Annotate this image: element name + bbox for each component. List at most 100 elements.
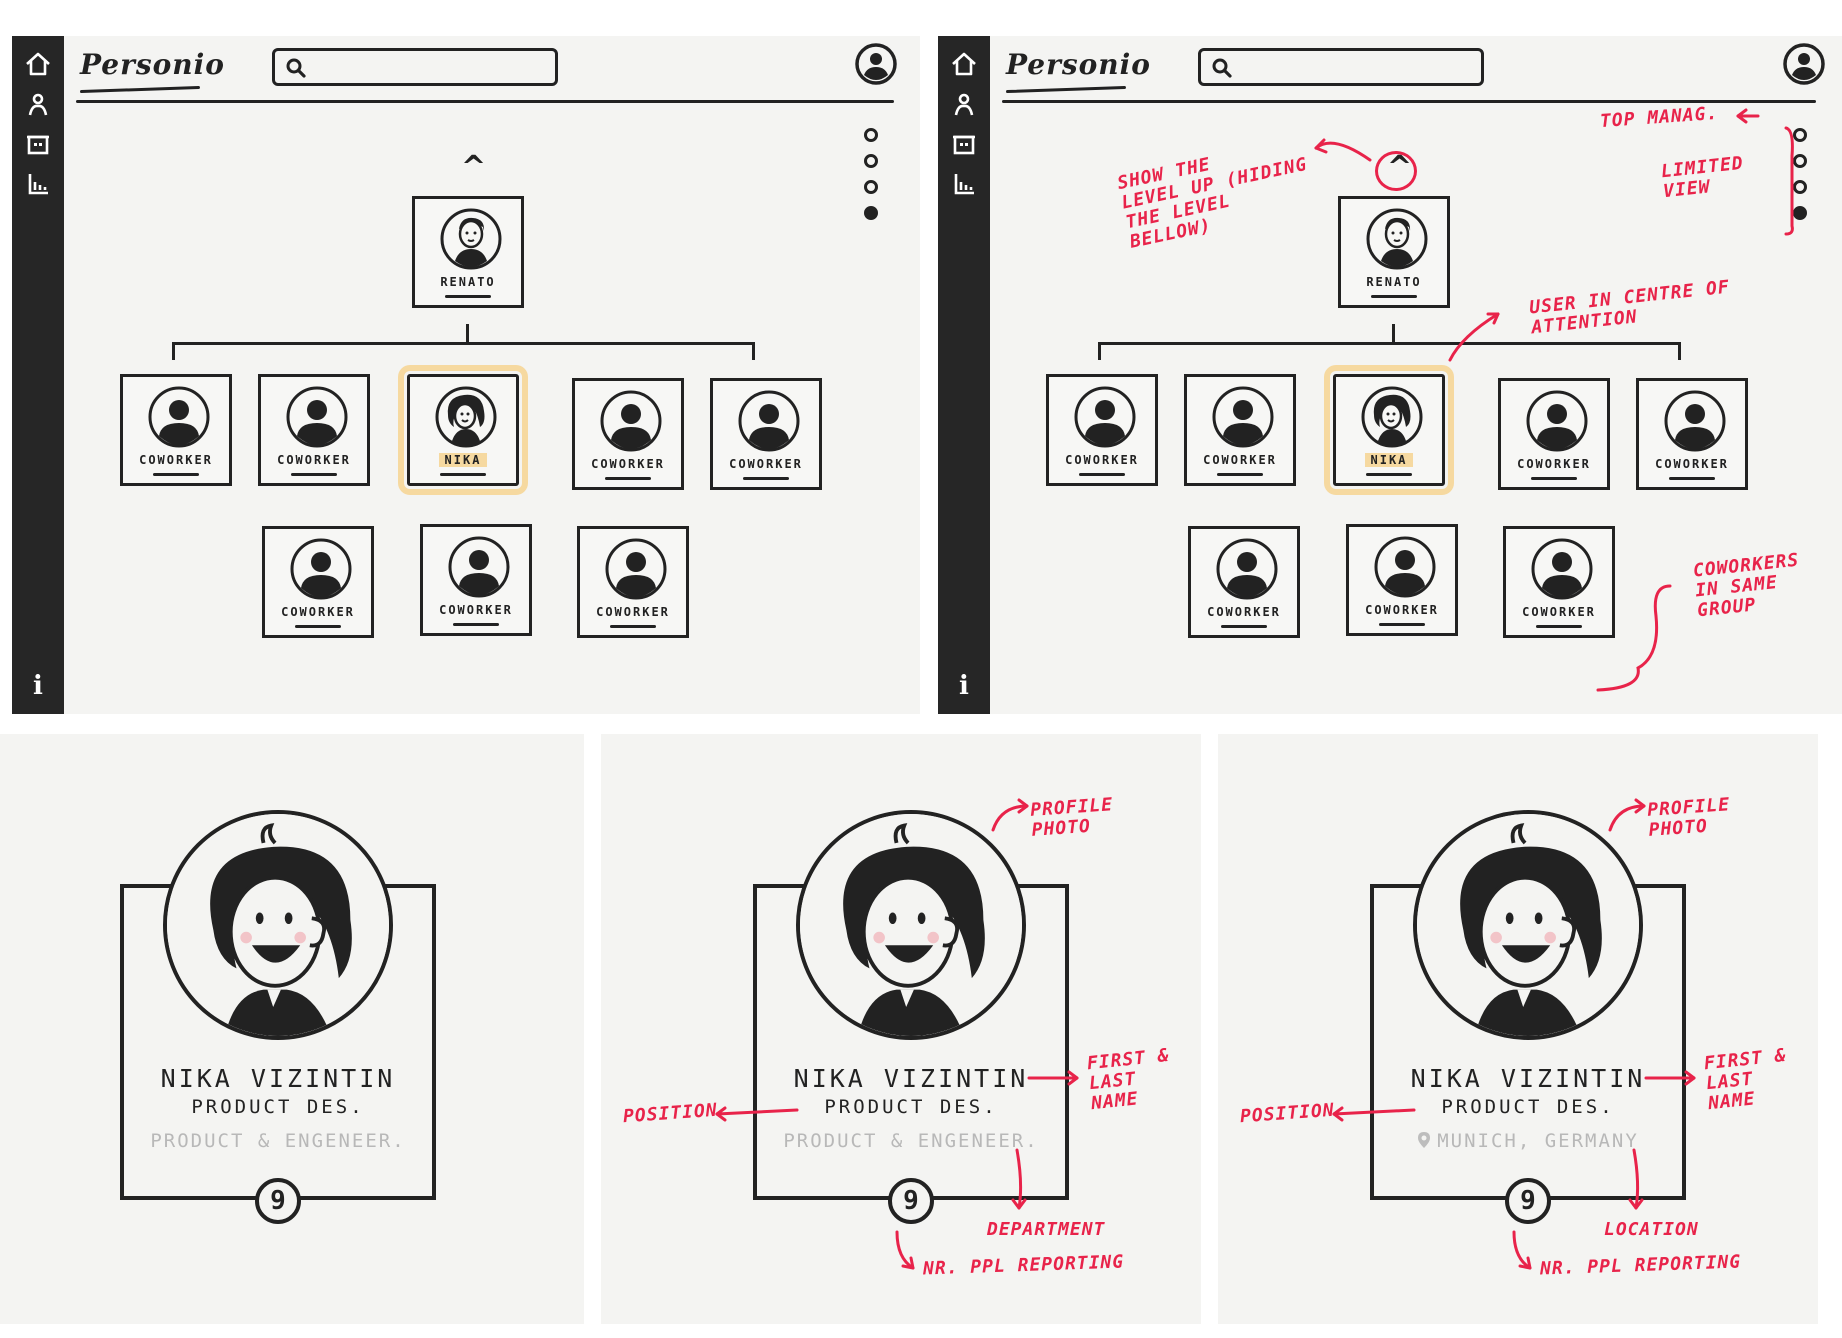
profile-full-name: NIKA VIZINTIN [1410,1064,1646,1093]
annotation-position: POSITION [622,1099,719,1128]
annotation-profile-photo: PROFILE PHOTO [1029,794,1114,841]
level-indicator-dot[interactable] [864,180,878,194]
annotation-profile-photo: PROFILE PHOTO [1646,794,1731,841]
profile-full-name: NIKA VIZINTIN [160,1064,396,1093]
profile-photo-icon [167,814,389,1036]
calendar-icon[interactable] [24,130,52,158]
employee-card[interactable]: COWORKER [420,524,532,636]
home-icon[interactable] [950,50,978,78]
employee-card[interactable]: COWORKER [262,526,374,638]
name-underline [1379,623,1425,626]
employee-name: COWORKER [1203,453,1277,467]
reports-count-badge[interactable]: 9 [255,1178,301,1224]
annotation-full-name: FIRST & LAST NAME [1085,1044,1171,1115]
level-indicator-dot[interactable] [1793,128,1807,142]
employee-card[interactable]: COWORKER [1188,526,1300,638]
profile-photo-icon [738,390,800,452]
annotation-reports-count: NR. PPL REPORTING [1539,1251,1742,1280]
employee-card[interactable]: COWORKER [710,378,822,490]
employee-card[interactable]: COWORKER [1184,374,1296,486]
employee-name: COWORKER [1065,453,1139,467]
employee-name: COWORKER [139,453,213,467]
level-indicator-dot[interactable] [1793,206,1807,220]
home-icon[interactable] [24,50,52,78]
search-icon [286,58,306,78]
level-indicator-dot[interactable] [1793,180,1807,194]
sidebar: i [938,36,990,714]
name-underline [1079,473,1125,476]
info-icon[interactable]: i [959,671,969,701]
tree-connector [1098,342,1680,345]
level-indicator-dot[interactable] [1793,154,1807,168]
name-underline [1217,473,1263,476]
employee-name: COWORKER [729,457,803,471]
profile-photo [1413,810,1643,1040]
level-up-highlight-ring [1375,151,1417,191]
annotation-user-centre: USER IN CENTRE OF ATTENTION [1528,276,1731,339]
employee-name: COWORKER [596,605,670,619]
name-underline [153,473,199,476]
reports-count-badge[interactable]: 9 [1505,1178,1551,1224]
user-avatar-icon[interactable] [1782,42,1826,86]
employee-card[interactable]: COWORKER [1046,374,1158,486]
profile-photo-icon [1074,386,1136,448]
employee-card[interactable]: COWORKER [572,378,684,490]
employee-card[interactable]: COWORKER [1503,526,1615,638]
person-icon[interactable] [24,90,52,118]
employee-card[interactable]: COWORKER [1498,378,1610,490]
level-indicator-dot[interactable] [864,128,878,142]
level-indicator-dot[interactable] [864,206,878,220]
level-indicator-dot[interactable] [864,154,878,168]
profile-photo-icon [440,208,502,270]
profile-photo-icon [448,536,510,598]
employee-card[interactable]: COWORKER [1346,524,1458,636]
logo-underline [79,85,201,94]
employee-card[interactable]: RENATO [1338,196,1450,308]
search-input[interactable] [1198,48,1484,86]
level-up-caret[interactable]: ^ [461,150,487,185]
tree-connector [1392,324,1395,344]
reports-count-badge[interactable]: 9 [888,1178,934,1224]
focused-employee-card[interactable]: NIKA [1324,365,1454,495]
profile-position: PRODUCT DES. [191,1096,365,1118]
header-divider [1002,100,1816,103]
employee-name: NIKA [410,453,516,467]
info-icon[interactable]: i [33,671,43,701]
profile-photo [796,810,1026,1040]
employee-name: COWORKER [1522,605,1596,619]
search-input[interactable] [272,48,558,86]
employee-card[interactable]: COWORKER [258,374,370,486]
profile-photo-icon [435,386,497,448]
employee-card[interactable]: COWORKER [120,374,232,486]
chart-icon[interactable] [950,170,978,198]
employee-name: COWORKER [439,603,513,617]
employee-name: COWORKER [277,453,351,467]
logo-underline [1005,85,1127,94]
chart-icon[interactable] [24,170,52,198]
tree-connector [172,342,175,360]
calendar-icon[interactable] [950,130,978,158]
profile-photo-icon [1417,814,1639,1036]
app-logo[interactable]: Personio [80,48,225,81]
employee-card[interactable]: COWORKER [1636,378,1748,490]
name-underline [291,473,337,476]
search-icon [1212,58,1232,78]
name-underline [610,625,656,628]
profile-full-name: NIKA VIZINTIN [793,1064,1029,1093]
employee-name: NIKA [1336,453,1442,467]
user-avatar-icon[interactable] [854,42,898,86]
header-divider [76,100,894,103]
employee-name: COWORKER [1365,603,1439,617]
name-underline [605,477,651,480]
name-underline [1221,625,1267,628]
employee-card[interactable]: RENATO [412,196,524,308]
app-logo[interactable]: Personio [1006,48,1151,81]
focused-employee-card[interactable]: NIKA [398,365,528,495]
name-underline [453,623,499,626]
person-icon[interactable] [950,90,978,118]
annotation-department: DEPARTMENT [987,1219,1106,1240]
employee-card[interactable]: COWORKER [577,526,689,638]
employee-name: COWORKER [1655,457,1729,471]
